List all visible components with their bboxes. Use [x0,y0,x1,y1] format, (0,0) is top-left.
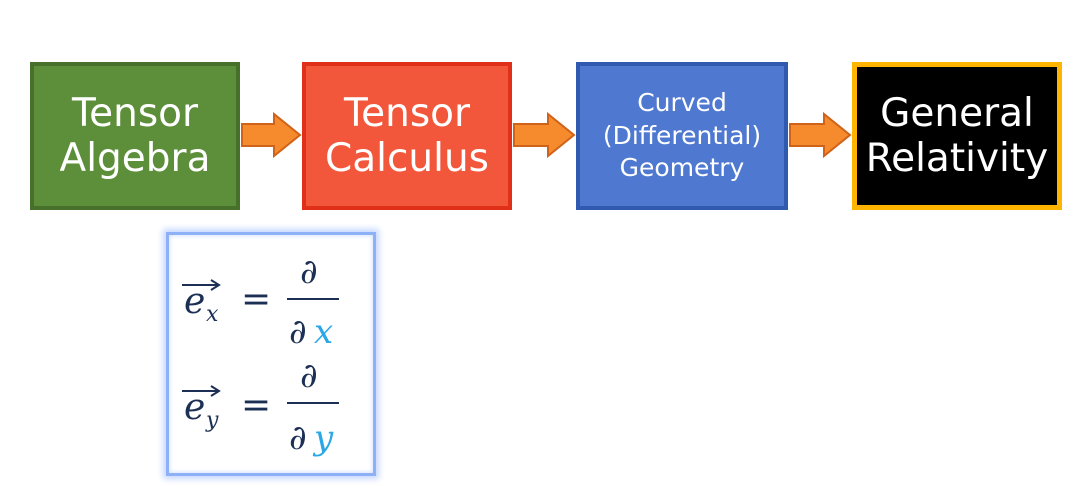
right-arrow-icon [789,112,852,158]
curved-geometry-label: Curved (Differential) Geometry [602,88,762,183]
right-arrow-icon [513,112,576,158]
basis-vector-formula-box: e x = ∂ ∂ x e y = ∂ ∂ y [166,232,376,476]
vector-arrow-icon [182,385,221,397]
tensor-algebra-box: Tensor Algebra [30,62,240,210]
partial-denominator: ∂ [289,418,307,458]
equals-sign: = [241,385,271,426]
tensor-calculus-box: Tensor Calculus [302,62,512,210]
right-arrow-icon [241,112,302,158]
basis-vector-subscript: y [205,408,219,433]
basis-vector-subscript: x [206,302,219,327]
vector-arrow-icon [182,279,221,291]
curved-geometry-box: Curved (Differential) Geometry [576,62,788,210]
formula-line-y: e y = ∂ ∂ y [182,356,339,458]
tensor-algebra-label: Tensor Algebra [59,90,211,181]
equals-sign: = [241,279,271,320]
partial-numerator: ∂ [300,252,318,292]
general-relativity-label: General Relativity [865,90,1049,181]
variable-x: x [314,312,333,352]
formula-line-x: e x = ∂ ∂ x [182,252,339,352]
tensor-calculus-label: Tensor Calculus [325,90,489,181]
partial-numerator: ∂ [300,356,318,396]
general-relativity-box: General Relativity [852,62,1062,210]
basis-vector-e: e [184,281,205,322]
partial-denominator: ∂ [289,312,307,352]
basis-vector-formula: e x = ∂ ∂ x e y = ∂ ∂ y [182,252,339,458]
basis-vector-e: e [184,387,205,428]
variable-y: y [312,418,334,458]
